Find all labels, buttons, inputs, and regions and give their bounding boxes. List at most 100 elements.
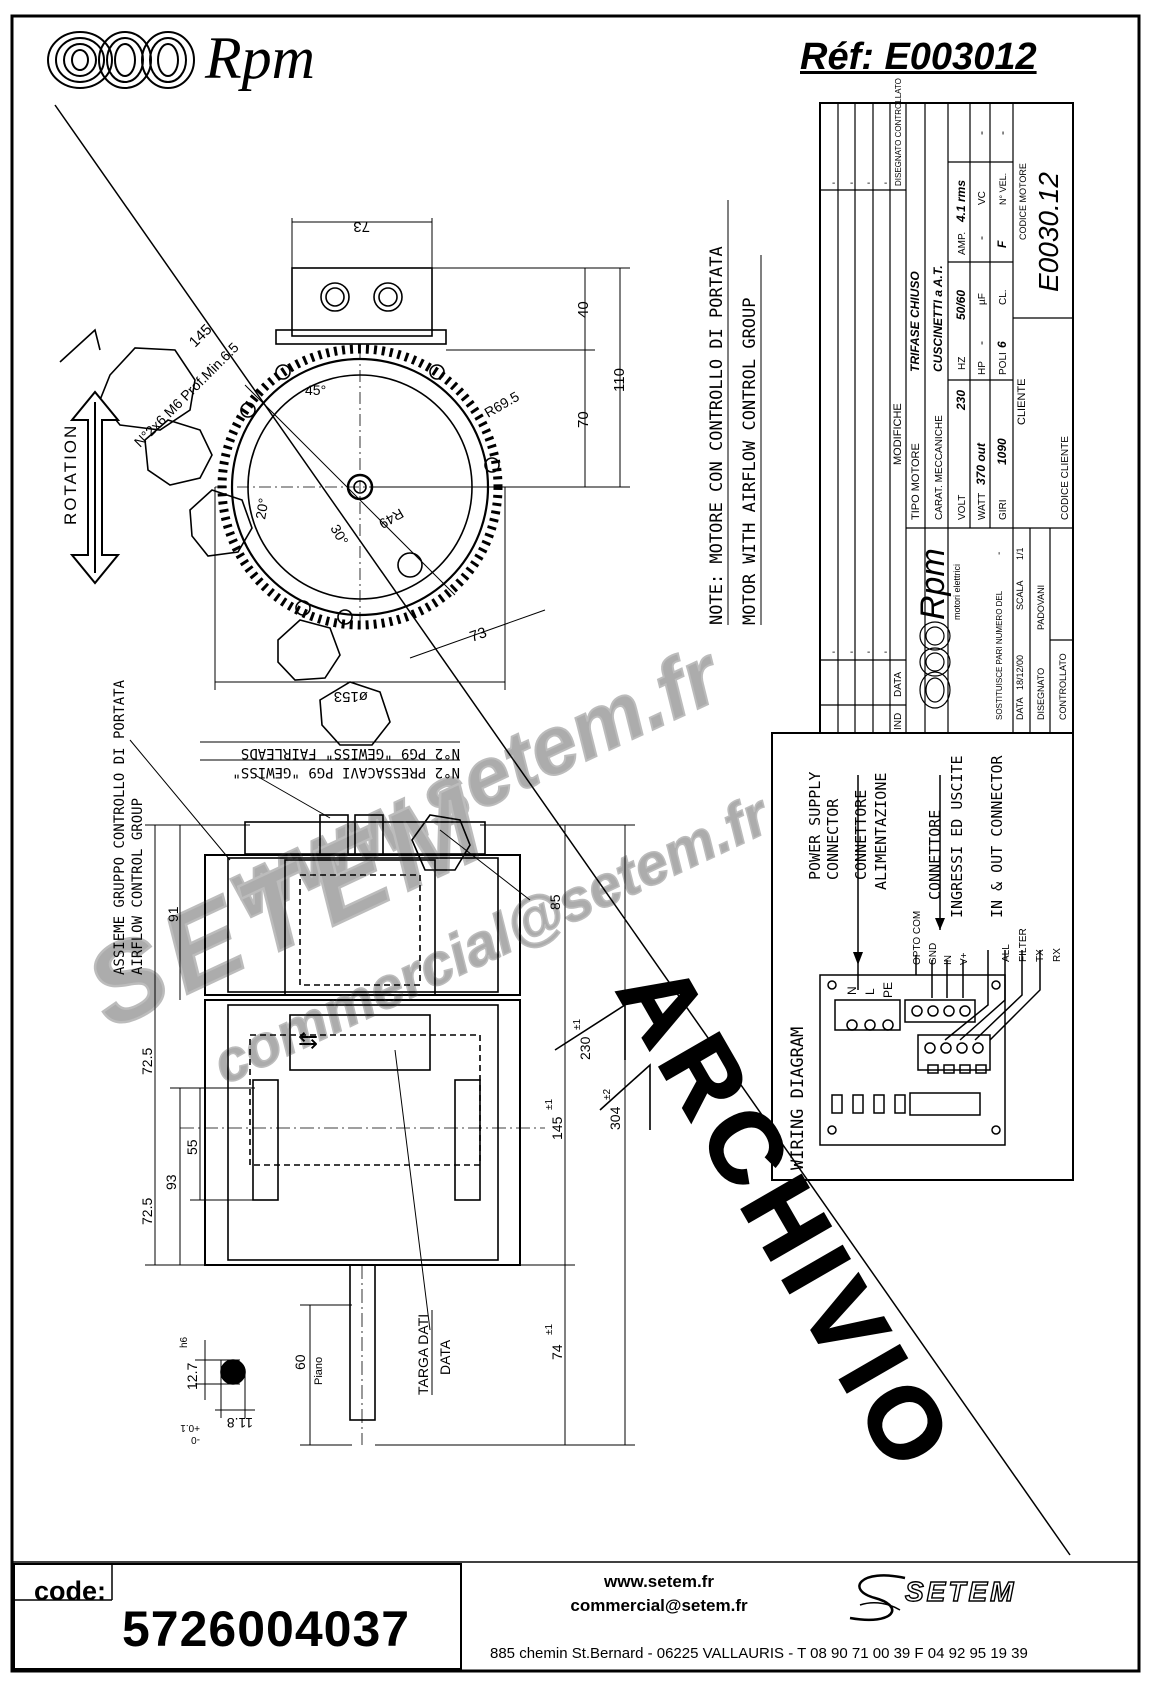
targa-it: TARGA DATI bbox=[415, 1314, 431, 1395]
tol-230: ±1 bbox=[572, 1019, 583, 1030]
tb-logo-word: Rpm bbox=[914, 548, 952, 620]
dim-11-8: 11.8 bbox=[227, 1415, 253, 1431]
dim-85: 85 bbox=[547, 894, 563, 910]
tb-amp-label: AMP. bbox=[957, 232, 968, 255]
power-it-2: ALIMENTAZIONE bbox=[872, 773, 890, 890]
tb-giri: 1090 bbox=[995, 438, 1009, 465]
dim-230: 230 bbox=[577, 1036, 593, 1060]
power-en-2: CONNECTOR bbox=[824, 798, 842, 880]
front-view bbox=[59, 218, 630, 746]
tb-hp: - bbox=[974, 341, 988, 345]
tb-amp: 4.1 rms bbox=[954, 180, 968, 223]
setem-logo-text: SETEM bbox=[904, 1575, 1017, 1607]
tb-modifiche: MODIFICHE bbox=[892, 403, 904, 465]
terminal-filter: FILTER bbox=[1018, 928, 1029, 962]
dim-73-bottom: 73 bbox=[468, 624, 489, 646]
product-code: 5726004037 bbox=[122, 1601, 411, 1657]
tb-data-label: DATA bbox=[1015, 697, 1025, 720]
terminal-l: L bbox=[863, 988, 877, 995]
tb-nvel-label: N° VEL. bbox=[998, 173, 1008, 205]
dim-40: 40 bbox=[575, 301, 592, 318]
terminal-rx: RX bbox=[1052, 948, 1063, 962]
dim-55: 55 bbox=[184, 1139, 200, 1155]
dim-70: 70 bbox=[575, 411, 592, 428]
dim-110: 110 bbox=[611, 368, 628, 392]
dim-304: 304 bbox=[607, 1106, 623, 1130]
cable-it: N°2 PRESSACAVI PG9 "GEWISS" bbox=[232, 764, 460, 780]
svg-text:-: - bbox=[850, 178, 853, 189]
terminal-pe: PE bbox=[881, 982, 895, 998]
svg-text:-: - bbox=[832, 647, 835, 658]
radius-69-5: R69.5 bbox=[482, 388, 523, 421]
sheet-frame bbox=[10, 14, 1141, 1673]
tb-giri-label: GIRI bbox=[998, 499, 1009, 520]
tb-ind: IND bbox=[893, 713, 904, 730]
setem-swoosh-icon bbox=[849, 1574, 906, 1622]
arrow-symbol-icon: ⇆ bbox=[298, 1027, 318, 1054]
tb-watt: 370 out bbox=[974, 442, 988, 485]
tb-sostituisce-val: - bbox=[994, 552, 1005, 555]
tol-304: ±2 bbox=[602, 1089, 613, 1100]
tb-codice-motore: E0030.12 bbox=[1033, 172, 1064, 292]
group-en: AIRFLOW CONTROL GROUP bbox=[130, 798, 146, 975]
power-it-1: CONNETTORE bbox=[852, 790, 870, 880]
archive-diagonal bbox=[54, 104, 1071, 1556]
rotation-arrow-icon bbox=[69, 390, 121, 585]
angle-45: 45° bbox=[305, 382, 326, 398]
dim-91: 91 bbox=[165, 906, 181, 922]
tb-tipo-motore: TRIFASE CHIUSO bbox=[908, 271, 922, 372]
tb-nvel: - bbox=[995, 131, 1009, 135]
tb-uf-label: µF bbox=[977, 293, 988, 305]
tb-rpm-logo-icon bbox=[919, 621, 951, 709]
dim-145: 145 bbox=[549, 1116, 565, 1140]
wiring-frame bbox=[771, 732, 1074, 1181]
io-it-2: INGRESSI ED USCITE bbox=[948, 755, 966, 918]
dim-72-5-a: 72.5 bbox=[139, 1048, 155, 1075]
terminal-n: N bbox=[845, 986, 859, 995]
targa-en: DATA bbox=[437, 1339, 453, 1375]
tb-carat-label: CARAT. MECCANICHE bbox=[934, 415, 945, 520]
dim-60: 60 bbox=[292, 1354, 308, 1370]
power-arrow-icon bbox=[853, 952, 863, 965]
terminal-gnd: GND bbox=[928, 943, 939, 965]
tb-uf: - bbox=[974, 236, 988, 240]
tb-dash-column: - - - - - - - - bbox=[832, 178, 887, 658]
email-link[interactable]: commercial@setem.fr bbox=[570, 1596, 748, 1615]
svg-text:-: - bbox=[884, 647, 887, 658]
angle-30: 30° bbox=[327, 522, 351, 548]
side-view bbox=[129, 739, 651, 1446]
piano-label: Piano bbox=[313, 1357, 325, 1385]
tb-tipo-motore-label: TIPO MOTORE bbox=[910, 443, 922, 520]
power-en-1: POWER SUPPLY bbox=[806, 772, 824, 880]
svg-text:-: - bbox=[884, 178, 887, 189]
tol-11-8: +0.1 bbox=[180, 1422, 200, 1433]
reference-number: Réf: E003012 bbox=[800, 36, 1037, 78]
rpm-logo-icon bbox=[47, 31, 195, 89]
tb-vc: - bbox=[974, 131, 988, 135]
tb-poli-label: POLI bbox=[998, 352, 1009, 375]
dim-12-7: 12.7 bbox=[184, 1363, 200, 1390]
svg-text:-: - bbox=[850, 647, 853, 658]
wiring-title: WIRING DIAGRAM bbox=[788, 1027, 808, 1170]
tb-disegnato-val: PADOVANI bbox=[1036, 585, 1046, 630]
dim-72-5-b: 72.5 bbox=[139, 1198, 155, 1225]
radius-49: R49 bbox=[376, 505, 406, 532]
tb-carat: CUSCINETTI a A.T. bbox=[931, 265, 945, 372]
tb-cl: F bbox=[995, 240, 1009, 248]
tb-hp-label: HP bbox=[977, 361, 988, 375]
dim-145: 145 bbox=[186, 321, 216, 351]
terminal-in: IN bbox=[943, 955, 954, 965]
code-label: code: bbox=[34, 1576, 107, 1606]
tol-145: ±1 bbox=[544, 1099, 555, 1110]
tb-hz: 50/60 bbox=[954, 290, 968, 320]
website-link[interactable]: www.setem.fr bbox=[604, 1572, 714, 1591]
address-line: 885 chemin St.Bernard - 06225 VALLAURIS … bbox=[490, 1645, 1028, 1662]
io-arrow-icon bbox=[935, 918, 945, 930]
contact-block: www.setem.fr commercial@setem.fr bbox=[540, 1570, 778, 1618]
terminal-tx: TX bbox=[1035, 949, 1046, 962]
terminal-vplus: V+ bbox=[959, 952, 970, 965]
tb-controllato-label: CONTROLLATO bbox=[1058, 653, 1068, 720]
tol-11-8-b: -0 bbox=[191, 1434, 200, 1445]
tb-sostituisce: SOSTITUISCE PARI NUMERO DEL bbox=[995, 590, 1004, 720]
